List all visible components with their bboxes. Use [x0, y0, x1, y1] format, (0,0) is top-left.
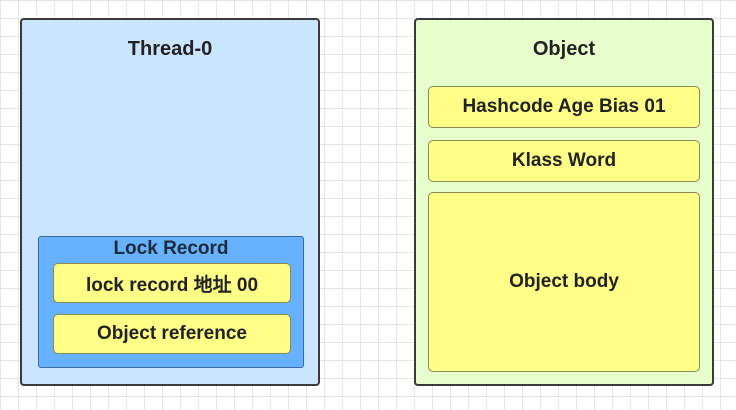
object-title: Object [532, 38, 596, 60]
object-reference-cell: Object reference [53, 314, 291, 354]
object-panel: Object Hashcode Age Bias 01 Klass Word O… [414, 18, 714, 386]
mark-word-cell: Hashcode Age Bias 01 [428, 86, 700, 128]
thread-title: Thread-0 [127, 38, 213, 60]
lock-record-address-cell: lock record 地址 00 [53, 263, 291, 303]
thread-panel: Thread-0 Lock Record lock record 地址 00 O… [20, 18, 320, 386]
object-body-cell: Object body [428, 192, 700, 372]
klass-word-cell: Klass Word [428, 140, 700, 182]
lock-record-title: Lock Record [113, 238, 229, 259]
lock-record-box: Lock Record lock record 地址 00 Object ref… [38, 236, 304, 368]
